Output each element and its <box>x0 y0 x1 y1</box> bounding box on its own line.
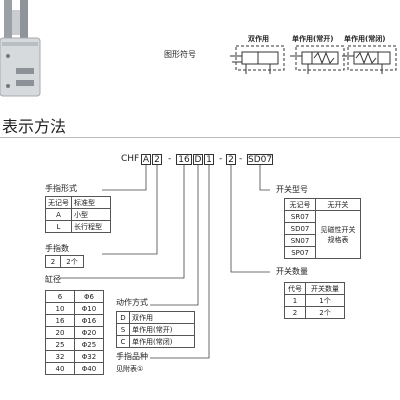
symbol-double-acting: 双作用 <box>228 34 286 78</box>
table-cell: 2个 <box>305 306 345 319</box>
product-photo <box>0 0 42 100</box>
finger-count-title: 手指数 <box>45 244 69 253</box>
table-cell: Φ32 <box>74 350 104 363</box>
table-cell: 10 <box>45 302 75 315</box>
table-cell: SP07 <box>284 246 316 259</box>
table-cell: Φ20 <box>74 326 104 339</box>
symbol-single-acting-nc: 单作用(常闭) <box>340 34 400 78</box>
symbol-single-acting-no: 单作用(常开) <box>288 34 348 78</box>
table-cell: C <box>116 335 130 348</box>
action-title: 动作方式 <box>116 298 148 307</box>
heading-rule <box>0 137 400 138</box>
table-cell: 2个 <box>60 255 84 268</box>
table-cell: 代号 <box>284 282 306 295</box>
table-cell: SD07 <box>284 222 316 235</box>
code-bore-box: 16 <box>176 154 192 165</box>
table-cell: 无记号 <box>45 196 72 209</box>
code-action-box: D <box>193 154 203 165</box>
switch-model-table: 无记号无开关 SR07 见磁性开关规格表 SD07 SN07 SP07 <box>284 198 361 259</box>
switch-note: 见磁性开关规格表 <box>320 225 356 244</box>
table-cell: S <box>116 323 130 336</box>
code-type-box: A <box>141 154 151 165</box>
symbol-caption: 图形符号 <box>164 50 196 59</box>
code-spec-box: 1 <box>204 154 214 165</box>
code-switch-count-box: 2 <box>226 154 236 165</box>
finger-type-title: 手指形式 <box>45 184 77 193</box>
table-cell: 无记号 <box>284 198 316 211</box>
spec-note: 见附表① <box>116 365 144 373</box>
table-cell: SR07 <box>284 210 316 223</box>
code-switch-model-box: SD07 <box>247 154 273 165</box>
table-cell: 16 <box>45 314 75 327</box>
code-sep2: - <box>219 154 223 164</box>
table-cell: Φ16 <box>74 314 104 327</box>
table-cell: 1个 <box>305 294 345 307</box>
code-sep1: - <box>168 154 172 164</box>
bore-title: 缸径 <box>45 275 61 284</box>
table-cell: 2 <box>284 306 306 319</box>
table-cell: Φ10 <box>74 302 104 315</box>
table-cell: 1 <box>284 294 306 307</box>
table-cell: 40 <box>45 362 75 375</box>
table-cell: 单作用(常闭) <box>129 335 195 348</box>
table-cell: L <box>45 220 72 233</box>
switch-model-title: 开关型号 <box>276 185 308 194</box>
table-row: SP07 <box>284 246 361 259</box>
table-cell: SN07 <box>284 234 316 247</box>
table-row: 无记号无开关 <box>284 198 361 211</box>
code-sep3: - <box>239 154 243 164</box>
spec-title: 手指品种 <box>116 352 148 361</box>
section-heading: 表示方法 <box>2 117 67 136</box>
table-row: 代号开关数量 <box>284 282 345 295</box>
table-cell: 6 <box>45 290 75 303</box>
table-cell: 开关数量 <box>305 282 345 295</box>
table-cell: 双作用 <box>129 311 195 324</box>
table-cell: 2 <box>45 255 61 268</box>
table-cell: Φ40 <box>74 362 104 375</box>
table-cell: 见磁性开关规格表 <box>315 210 361 259</box>
table-cell: 小型 <box>71 208 111 221</box>
code-fingers-box: 2 <box>152 154 162 165</box>
table-cell: 32 <box>45 350 75 363</box>
table-cell: 长行程型 <box>71 220 111 233</box>
table-cell: Φ6 <box>74 290 104 303</box>
table-cell: 25 <box>45 338 75 351</box>
table-row: 无记号标准型 <box>45 196 111 209</box>
table-cell: 单作用(常开) <box>129 323 195 336</box>
table-cell: 标准型 <box>71 196 111 209</box>
table-cell: D <box>116 311 130 324</box>
table-cell: Φ25 <box>74 338 104 351</box>
switch-count-title: 开关数量 <box>276 267 308 276</box>
table-cell: A <box>45 208 72 221</box>
table-cell: 20 <box>45 326 75 339</box>
code-prefix: CHF <box>121 154 140 164</box>
table-row: SR07 见磁性开关规格表 <box>284 210 361 259</box>
table-cell: 无开关 <box>315 198 361 211</box>
